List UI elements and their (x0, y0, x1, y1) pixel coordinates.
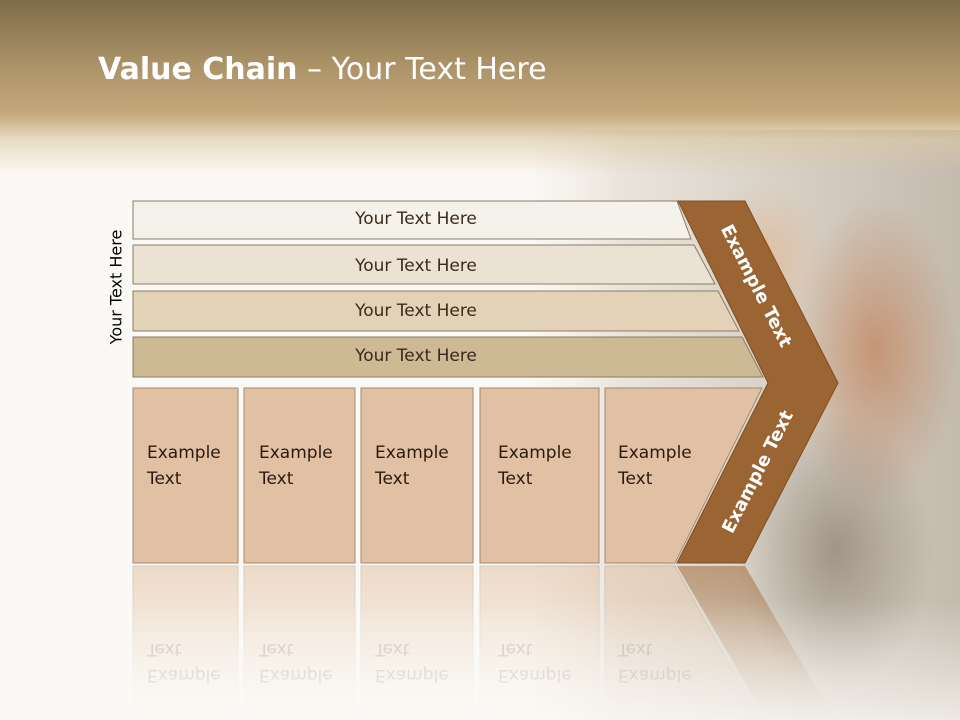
row-bar-3 (132, 290, 740, 332)
column-label-5: Example Text (618, 443, 692, 489)
column-box-5 (604, 387, 763, 564)
row-label-4: Your Text Here (355, 346, 477, 366)
row-bar-1 (132, 200, 692, 240)
column-label-2: Example Text (259, 443, 333, 489)
row-label-1: Your Text Here (355, 209, 477, 229)
title-bold: Value Chain (98, 52, 298, 87)
bottom-fade (0, 600, 960, 720)
column-box-3 (360, 387, 474, 564)
row-bar-4 (132, 336, 764, 378)
row-label-3: Your Text Here (355, 301, 477, 321)
row-bar-2 (132, 244, 716, 285)
column-label-3: Example Text (375, 443, 449, 489)
column-label-4: Example Text (498, 443, 572, 489)
header-band (0, 0, 960, 175)
title-rest: – Your Text Here (297, 52, 547, 87)
row-label-2: Your Text Here (355, 256, 477, 276)
slide-title: Value Chain – Your Text Here (98, 52, 547, 87)
column-box-2 (243, 387, 356, 564)
column-label-1: Example Text (147, 443, 221, 489)
column-box-4 (479, 387, 600, 564)
value-chevron (676, 200, 839, 564)
column-box-1 (132, 387, 239, 564)
